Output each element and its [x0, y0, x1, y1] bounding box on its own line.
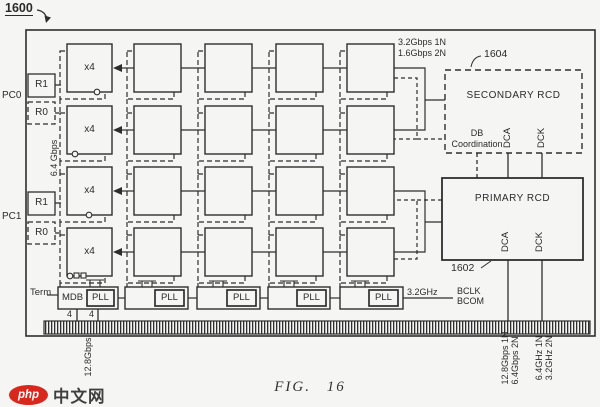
bclk-label: BCLK: [457, 286, 481, 296]
mdb-label: MDB: [61, 292, 84, 303]
row-data-buses: [113, 64, 347, 256]
figure-caption: FIG. 16: [274, 379, 346, 395]
figure-ref-1600: 1600: [5, 1, 33, 16]
bcom-label: BCOM: [457, 296, 484, 306]
bclk-rate-label: 3.2GHz: [407, 287, 438, 297]
channel-label-pc0: PC0: [2, 90, 22, 101]
dca-rate-1n: 12.8Gbps 1N: [500, 331, 510, 385]
pll-label: PLL: [161, 292, 178, 303]
pll-row-boxes: [57, 286, 404, 310]
bus-width-4: 4: [89, 309, 95, 319]
primary-rcd-box: [441, 177, 584, 261]
edge-connector-strip: [43, 320, 591, 335]
primary-rcd-title: PRIMARY RCD: [474, 193, 551, 204]
pll-label: PLL: [233, 292, 250, 303]
mdb-connector-lines: [76, 309, 99, 321]
dram-x4-label: x4: [84, 185, 95, 196]
module-border: [25, 29, 596, 337]
site-watermark: php 中文网: [9, 383, 106, 407]
rcd-vertical-links: [476, 153, 543, 321]
secondary-rcd-box: [444, 69, 583, 154]
primary-dca-label: DCA: [500, 231, 511, 253]
dck-rate-1n: 6.4GHz 1N: [534, 335, 544, 381]
watermark-site-name: 中文网: [53, 388, 106, 406]
bus-width-4: 4: [67, 309, 73, 319]
channel-label-pc1: PC1: [2, 211, 22, 222]
pll-label: PLL: [303, 292, 320, 303]
rank-register-boxes: [27, 73, 61, 245]
connector-mdb-rate: 12.8Gbps: [83, 337, 93, 377]
term-label: Term: [30, 287, 52, 298]
php-logo-badge: php: [9, 385, 48, 405]
rate-6-4gbps-vertical: 6.4 Gbps: [49, 139, 59, 177]
dram-x4-label: x4: [84, 62, 95, 73]
backside-row-ties: [59, 99, 341, 287]
pll-row-links: [47, 294, 453, 299]
secondary-rcd-ref: 1604: [484, 48, 508, 60]
rate-top-line2: 1.6Gbps 2N: [398, 48, 447, 58]
pll-label: PLL: [375, 292, 392, 303]
rate-top-line1: 3.2Gbps 1N: [398, 37, 447, 47]
db-coordination-line1: DB: [470, 128, 484, 138]
dram-frontside-chips: [66, 43, 395, 277]
dck-rate-2n: 3.2GHz 2N: [544, 335, 554, 381]
connector-dck-rates: 6.4GHz 1N 3.2GHz 2N: [534, 336, 554, 381]
secondary-dck-label: DCK: [536, 127, 547, 149]
rank-r0-pc0: R0: [35, 107, 48, 118]
rank-r1-pc1: R1: [35, 197, 48, 208]
pll-label: PLL: [92, 292, 109, 303]
secondary-dca-label: DCA: [502, 127, 513, 149]
left-arrowheads: [113, 64, 122, 256]
chip-to-pll-stubs: [66, 88, 369, 287]
reference-pointers: [36, 9, 492, 269]
connector-dca-rates: 12.8Gbps 1N 6.4Gbps 2N: [500, 331, 520, 384]
dram-x4-label: x4: [84, 246, 95, 257]
dram-x4-label: x4: [84, 124, 95, 135]
rcd-routing: [394, 67, 445, 260]
primary-dck-label: DCK: [534, 231, 545, 253]
db-coordination-line2: Coordination: [451, 139, 503, 149]
rank-r1-pc0: R1: [35, 79, 48, 90]
secondary-rcd-title: SECONDARY RCD: [466, 90, 561, 101]
dca-rate-2n: 6.4Gbps 2N: [510, 336, 520, 385]
rank-r0-pc1: R0: [35, 227, 48, 238]
primary-rcd-ref: 1602: [451, 262, 475, 274]
